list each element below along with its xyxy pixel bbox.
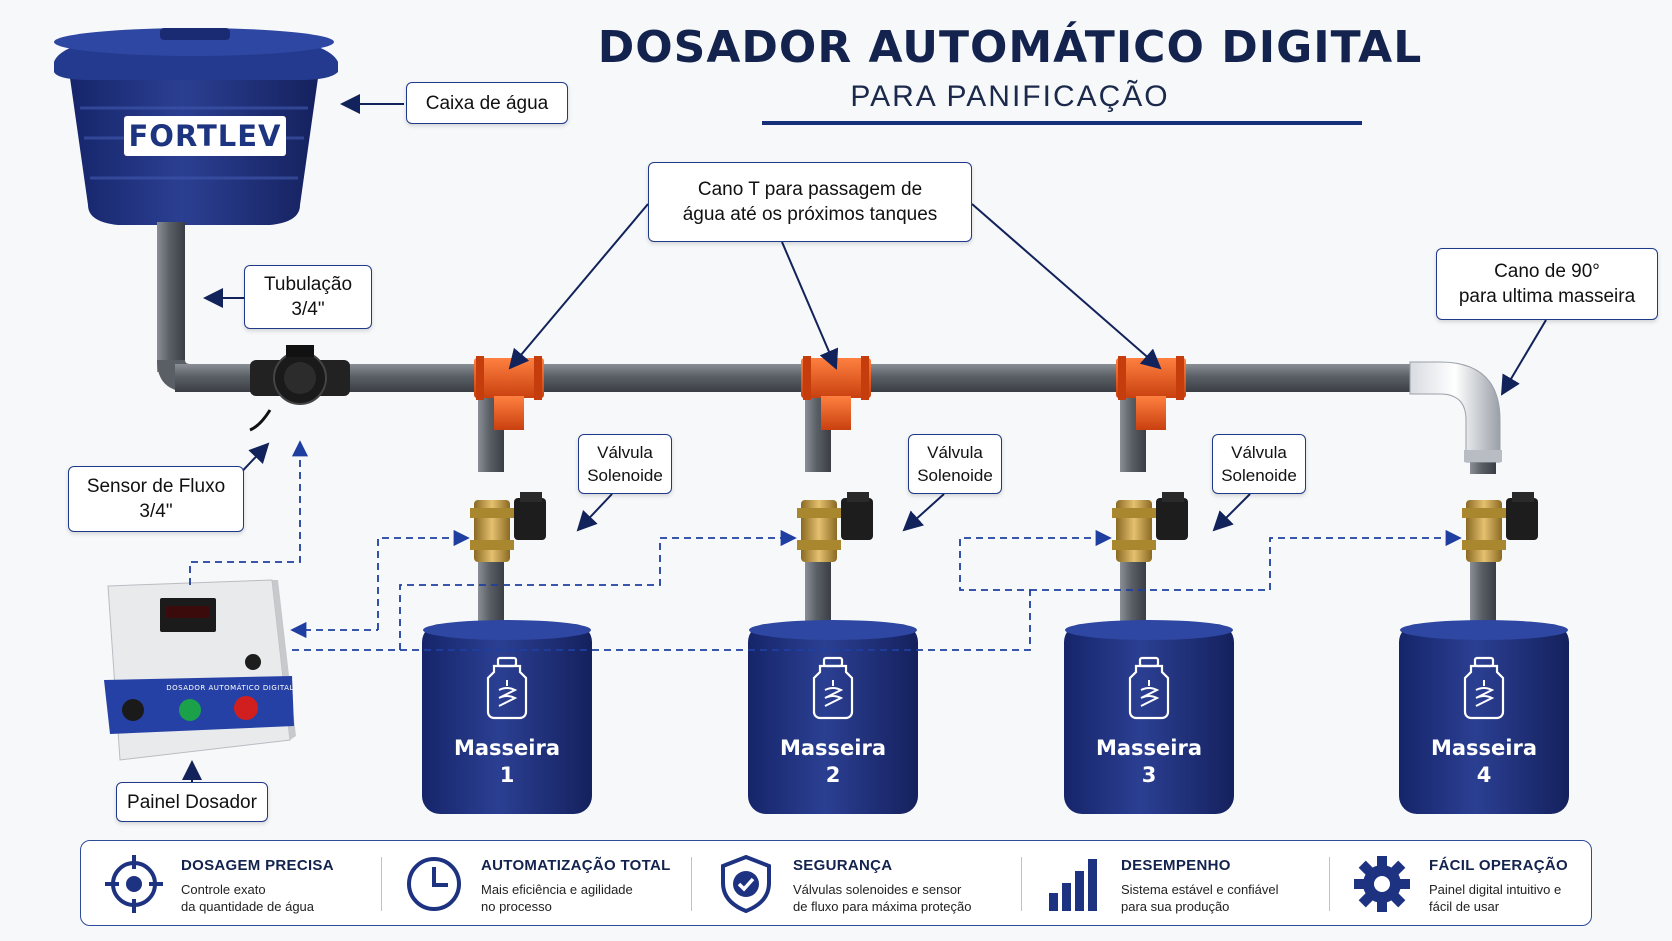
masseira-label-4: Masseira 4 — [1430, 736, 1538, 787]
feature-automatizacao: AUTOMATIZAÇÃO TOTAL Mais eficiência e ag… — [381, 841, 691, 927]
callout-valvula-solenoide-1: Válvula Solenoide — [578, 434, 672, 494]
callout-valvula-solenoide-2: Válvula Solenoide — [908, 434, 1002, 494]
masseira-tank — [422, 620, 592, 814]
title-underline — [762, 121, 1362, 125]
signal-line-sensor — [189, 440, 309, 585]
solenoid-valve — [1112, 492, 1188, 562]
target-icon — [105, 855, 163, 913]
feature-divider — [691, 857, 692, 911]
signal-lines — [189, 440, 1462, 651]
bar-chart-icon — [1049, 859, 1097, 911]
water-pipes — [157, 222, 1496, 630]
feature-divider — [1329, 857, 1330, 911]
signal-line-valve-2 — [292, 529, 797, 651]
page-subtitle: PARA PANIFICAÇÃO — [850, 80, 1170, 113]
callout-cano-t: Cano T para passagem de água até os próx… — [648, 162, 972, 242]
flow-sensor — [249, 345, 350, 432]
panel-front-label: DOSADOR AUTOMÁTICO DIGITAL — [166, 684, 294, 692]
feature-facil-operacao: FÁCIL OPERAÇÃO Painel digital intuitivo … — [1329, 841, 1591, 927]
callout-sensor-de-fluxo: Sensor de Fluxo 3/4" — [68, 466, 244, 532]
callout-tubulacao: Tubulação 3/4" — [244, 265, 372, 329]
masseira-tanks — [422, 620, 1569, 814]
masseira-tank — [1399, 620, 1569, 814]
callout-cano-90: Cano de 90° para ultima masseira — [1436, 248, 1658, 320]
shield-check-icon — [721, 854, 771, 914]
signal-line-valve-4 — [1030, 529, 1462, 591]
tee-fitting — [801, 356, 871, 430]
masseira-tank — [1064, 620, 1234, 814]
clock-icon — [407, 857, 461, 911]
feature-divider — [381, 857, 382, 911]
control-panel — [104, 579, 296, 761]
gear-icon — [1354, 856, 1410, 912]
solenoid-valve — [1462, 492, 1538, 562]
masseira-tank — [748, 620, 918, 814]
feature-divider — [1021, 857, 1022, 911]
signal-line-valve-1 — [377, 529, 470, 630]
page-title: DOSADOR AUTOMÁTICO DIGITAL — [597, 22, 1423, 73]
tee-fitting — [1116, 356, 1186, 430]
solenoid-valve — [470, 492, 546, 562]
callout-valvula-solenoide-3: Válvula Solenoide — [1212, 434, 1306, 494]
masseira-label-2: Masseira 2 — [779, 736, 887, 787]
signal-line-valve-3 — [292, 538, 1110, 651]
solenoid-valve — [797, 492, 873, 562]
masseira-label-1: Masseira 1 — [453, 736, 561, 787]
callout-caixa-de-agua: Caixa de água — [406, 82, 568, 124]
solenoid-valves — [470, 492, 1538, 562]
masseira-label-3: Masseira 3 — [1095, 736, 1203, 787]
elbow-90 — [1409, 361, 1502, 463]
callout-painel-dosador: Painel Dosador — [116, 782, 268, 822]
tank-brand-label: FORTLEV — [124, 116, 286, 156]
callout-arrows — [182, 94, 1547, 786]
